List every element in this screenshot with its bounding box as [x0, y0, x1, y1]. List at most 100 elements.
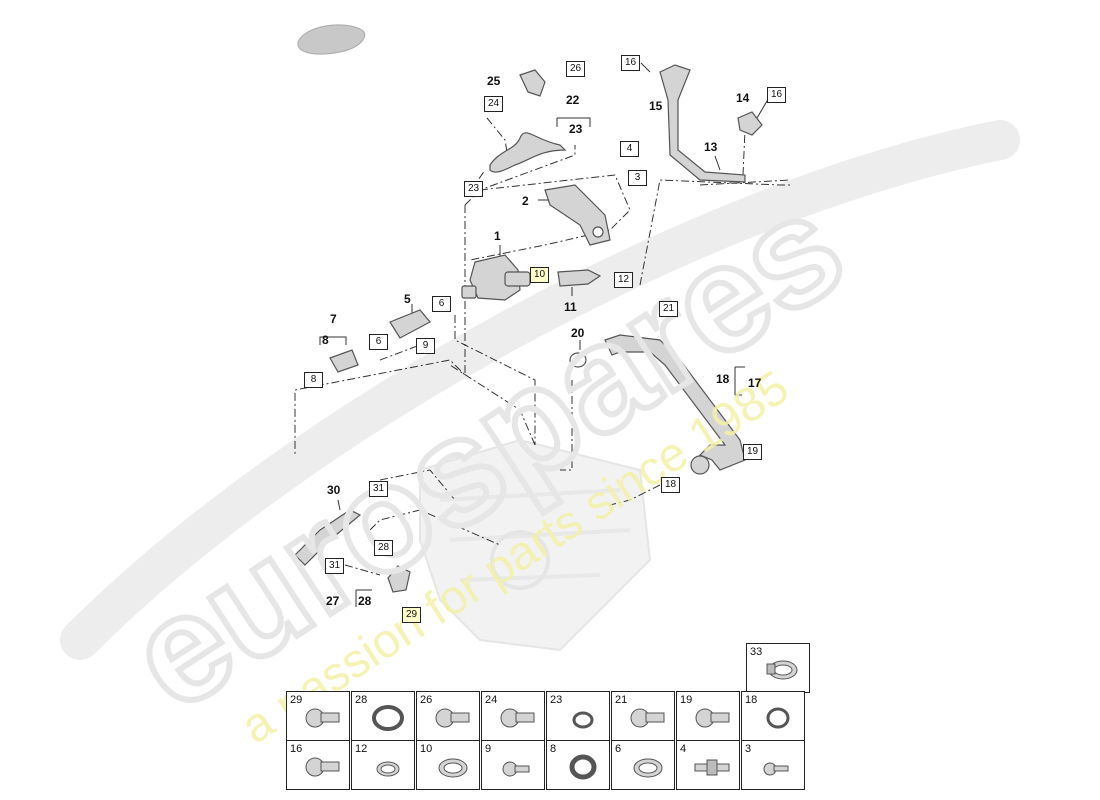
clamp-25 [519, 69, 546, 97]
stud-bolt-icon [694, 759, 730, 776]
grid-cell-4: 4 [676, 740, 740, 790]
grid-cell-12: 12 [351, 740, 415, 790]
sleeve-5 [389, 309, 431, 339]
grid-cell-label: 29 [290, 694, 303, 706]
o-ring-icon [372, 705, 404, 731]
ref-box-18: 18 [661, 477, 680, 493]
ref-box-16b: 16 [767, 87, 786, 103]
valve-27 [387, 565, 411, 593]
callout-1: 1 [494, 229, 501, 243]
watermark-swoosh [60, 120, 1020, 660]
hose-22 [489, 132, 567, 173]
callout-13: 13 [704, 140, 718, 154]
ref-box-16: 16 [621, 55, 640, 71]
bolt-icon [695, 708, 730, 728]
bolt-icon [500, 708, 535, 728]
part-blob [297, 24, 366, 55]
ref-box-28: 28 [374, 540, 393, 556]
ref-box-31b: 31 [325, 558, 344, 574]
grid-cell-label: 4 [680, 743, 687, 755]
engine-ghost [419, 438, 652, 652]
grid-cell-21: 21 [611, 691, 675, 741]
leader-lines [294, 117, 791, 576]
grid-cell-label: 3 [745, 743, 752, 755]
callout-20: 20 [571, 326, 585, 340]
grid-cell-8: 8 [546, 740, 610, 790]
bolt-icon [435, 708, 470, 728]
ref-box-21: 21 [659, 301, 678, 317]
callout-18: 18 [716, 372, 730, 386]
fitting-7 [329, 349, 359, 373]
clamp-14 [737, 111, 763, 136]
hose-clamp-icon [438, 758, 468, 778]
grid-cell-9: 9 [481, 740, 545, 790]
grid-cell-19: 19 [676, 691, 740, 741]
grid-cell-label: 6 [615, 743, 622, 755]
grid-cell-label: 28 [355, 694, 368, 706]
bolt-icon [630, 708, 665, 728]
callout-27: 27 [326, 594, 340, 608]
ref-box-23: 23 [464, 181, 483, 197]
ring-20 [569, 352, 587, 368]
grid-cell-6: 6 [611, 740, 675, 790]
grid-cell-26: 26 [416, 691, 480, 741]
ref-box-4: 4 [620, 141, 639, 157]
ref-box-6b: 6 [369, 334, 388, 350]
callout-5: 5 [404, 292, 411, 306]
grid-cell-33: 33 [746, 643, 810, 693]
callout-8: 8 [322, 333, 329, 347]
hose-clamp-icon [766, 660, 798, 680]
grid-cell-23: 23 [546, 691, 610, 741]
bolt-icon [305, 757, 340, 777]
grid-cell-label: 8 [550, 743, 557, 755]
grid-cell-28: 28 [351, 691, 415, 741]
pump-1 [469, 254, 521, 301]
o-ring-icon [572, 711, 594, 729]
callout-30: 30 [327, 483, 341, 497]
callout-15: 15 [649, 99, 663, 113]
callout-7: 7 [330, 312, 337, 326]
grid-cell-label: 9 [485, 743, 492, 755]
hose-clamp-icon [633, 758, 663, 778]
grid-cell-label: 19 [680, 694, 693, 706]
grid-cell-10: 10 [416, 740, 480, 790]
ref-box-6: 6 [432, 296, 451, 312]
connector-11 [557, 269, 602, 287]
grid-cell-24: 24 [481, 691, 545, 741]
ref-box-29: 29 [402, 607, 421, 623]
callout-22: 22 [566, 93, 580, 107]
grid-cell-label: 21 [615, 694, 628, 706]
hose-clamp-icon [376, 761, 400, 777]
o-ring-icon [766, 707, 790, 729]
grid-cell-16: 16 [286, 740, 350, 790]
bolt-icon [305, 708, 340, 728]
screw-icon [763, 762, 789, 776]
callout-28: 28 [358, 594, 372, 608]
pipe-17 [604, 334, 746, 471]
ref-box-8: 8 [304, 372, 323, 388]
o-ring-icon [569, 754, 597, 780]
ref-box-9: 9 [416, 338, 435, 354]
callout-11: 11 [564, 300, 577, 314]
grid-cell-3: 3 [741, 740, 805, 790]
grid-cell-label: 24 [485, 694, 498, 706]
screw-icon [502, 761, 530, 777]
ref-box-26: 26 [566, 61, 585, 77]
grid-cell-label: 12 [355, 743, 368, 755]
ref-box-12: 12 [614, 272, 633, 288]
grid-cell-29: 29 [286, 691, 350, 741]
callout-2: 2 [522, 194, 529, 208]
grid-cell-label: 18 [745, 694, 758, 706]
ref-box-31: 31 [369, 481, 388, 497]
grid-cell-label: 16 [290, 743, 303, 755]
pipe-13 [659, 64, 746, 183]
callout-17: 17 [748, 376, 762, 390]
grid-cell-18: 18 [741, 691, 805, 741]
hose-30 [294, 509, 362, 566]
ref-box-10: 10 [530, 267, 549, 283]
ref-box-24: 24 [484, 96, 503, 112]
grid-cell-label: 33 [750, 646, 763, 658]
ref-box-19: 19 [743, 444, 762, 460]
grid-cell-label: 23 [550, 694, 563, 706]
